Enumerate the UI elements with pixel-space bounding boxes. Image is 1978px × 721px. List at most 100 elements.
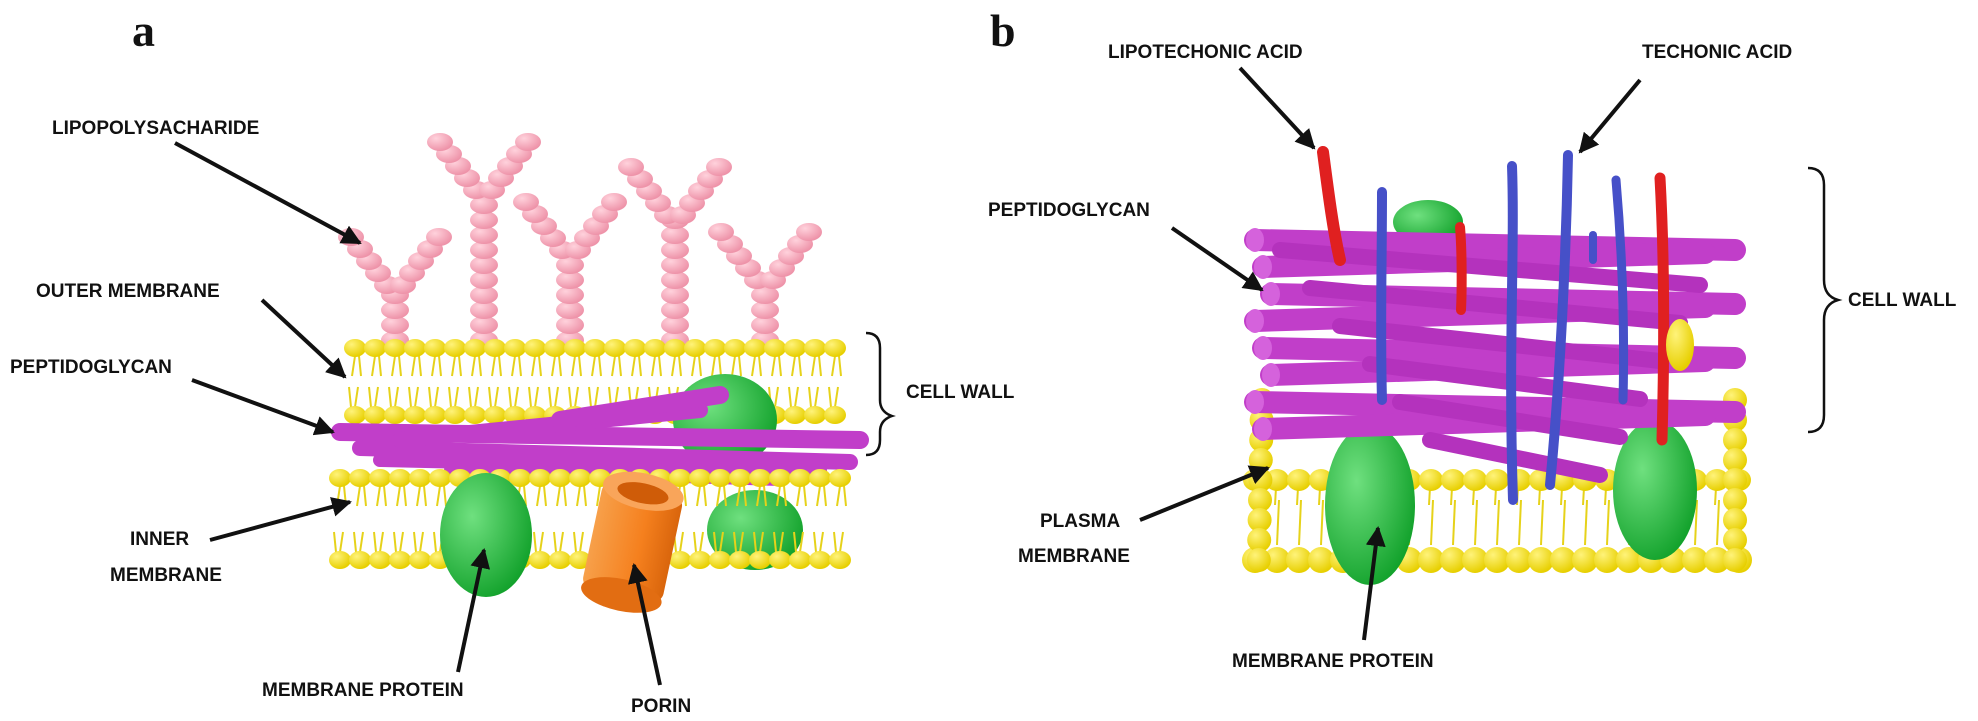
inner-membrane-lipid-tail [743, 485, 747, 507]
lps-bead [661, 301, 689, 319]
inner-membrane-lipid-head [329, 551, 351, 569]
inner-membrane-lipid-tail [393, 531, 397, 553]
plasma-membrane-lipid-head [1594, 547, 1620, 573]
inner-membrane-lipid-tail [403, 485, 407, 507]
inner-membrane-lipid-tail [423, 485, 427, 507]
peptidoglycan-strand [373, 453, 827, 477]
membrane-protein-a [440, 473, 532, 597]
outer-membrane-lipid-tail [678, 355, 682, 377]
outer-membrane-lipid-tail [488, 386, 492, 408]
inner-membrane-lipid-tail [536, 485, 541, 507]
outer-membrane-lipid-tail [598, 355, 602, 377]
inner-membrane-lipid-head [709, 469, 731, 487]
plasma-membrane-lipid-head [1528, 547, 1554, 573]
plasma-membrane-lipid-head [1723, 488, 1747, 512]
peptidoglycan-layer-a [331, 386, 869, 486]
inner-membrane-lipid-tail [703, 485, 707, 507]
outer-membrane-lipid-tail [818, 355, 822, 377]
outer-membrane-lipid-tail [631, 355, 636, 377]
outer-membrane-lipid-tail [348, 386, 352, 408]
plasma-membrane-lipid-head [1308, 547, 1334, 573]
inner-membrane-lipid-head [689, 469, 711, 487]
lps-bead [708, 223, 734, 241]
inner-membrane-lipid-tail [796, 485, 801, 507]
inner-membrane-lipid-head [669, 551, 691, 569]
plasma-membrane-lipid-head [1485, 469, 1509, 491]
peptidoglycan-strand [1302, 280, 1688, 331]
outer-membrane-lipid-tail [451, 355, 456, 377]
outer-membrane-lipid-tail [731, 355, 736, 377]
outer-membrane-lipid-tail [394, 386, 399, 408]
plasma-membrane-lipid-head [1705, 469, 1729, 491]
lps-bead [706, 158, 732, 176]
outer-membrane-lipid-tail [378, 355, 382, 377]
inner-membrane-lipid-tail [383, 485, 387, 507]
outer-membrane-lipid-tail [751, 355, 756, 377]
plasma-membrane-lipid-head [1246, 548, 1271, 572]
inner-membrane-lipid-tail [413, 531, 417, 553]
label-plasma-membrane-line1: PLASMA [1040, 511, 1121, 532]
inner-membrane-lipid-tail [843, 485, 847, 507]
inner-membrane-lipid-tail [373, 531, 377, 553]
outer-membrane-lipid-tail [494, 386, 499, 408]
lps-bead [426, 228, 452, 246]
inner-membrane-lipid-tail [803, 485, 807, 507]
label-plasma-membrane-line2: MEMBRANE [1018, 546, 1130, 567]
outer-membrane-lipid-head [704, 339, 726, 357]
lps-bead [470, 286, 498, 304]
outer-membrane-lipid-tail [651, 355, 656, 377]
inner-membrane-lipid-tail [699, 531, 704, 553]
inner-membrane-lipid-head [349, 551, 371, 569]
inner-membrane-lipid-tail [433, 531, 437, 553]
plasma-membrane-lipid-tail [1584, 499, 1588, 546]
label-peptidoglycan-b: PEPTIDOGLYCAN [988, 200, 1150, 221]
outer-membrane-lipid-tail [808, 386, 812, 408]
lps-bead [661, 286, 689, 304]
plasma-membrane-lipid-head [1462, 547, 1488, 573]
lps-bead [661, 256, 689, 274]
outer-membrane-lipid-tail [371, 355, 376, 377]
outer-membrane-lipid-tail [428, 386, 432, 408]
plasma-membrane-lipid-tail [1298, 499, 1302, 546]
inner-membrane-lipid-tail [596, 485, 601, 507]
arrow-membrane-protein-b [1362, 526, 1386, 641]
outer-membrane-lipid-tail [778, 355, 782, 377]
outer-membrane-lipid-head [804, 406, 826, 424]
inner-membrane-lipid-head [429, 469, 451, 487]
label-membrane-protein-b: MEMBRANE PROTEIN [1232, 651, 1434, 672]
peptidoglycan-strand-end [1246, 309, 1264, 333]
plasma-membrane-lipid-head [1723, 508, 1747, 532]
membrane-protein-back-2 [707, 490, 803, 570]
plasma-membrane-lipid-tail [1452, 499, 1456, 546]
lps-bead [515, 133, 541, 151]
outer-membrane-lipid-head [484, 406, 506, 424]
inner-membrane-lipid-tail [533, 531, 537, 553]
outer-membrane-lipid-tail [571, 355, 576, 377]
inner-membrane-lipid-tail [759, 531, 764, 553]
inner-membrane-lipid-head [409, 469, 431, 487]
lps-bead [556, 256, 584, 274]
lps-bead [427, 133, 453, 151]
label-membrane-protein-a: MEMBRANE PROTEIN [262, 680, 464, 701]
lps-bead [661, 226, 689, 244]
inner-membrane-lipid-tail [839, 531, 844, 553]
inner-membrane-lipid-tail [693, 531, 697, 553]
outer-membrane-lipid-tail [574, 386, 579, 408]
arrow-lipoteichoic-acid [1238, 66, 1316, 150]
outer-membrane-lipid-tail [798, 355, 802, 377]
inner-membrane-lipid-tail [733, 531, 737, 553]
outer-membrane-lipid-head [384, 406, 406, 424]
outer-membrane-lipid-tail [458, 355, 462, 377]
peptidoglycan-strand-end [1254, 336, 1272, 360]
inner-membrane-lipid-tail [736, 485, 741, 507]
lps-bead [661, 316, 689, 334]
inner-membrane-lipid-tail [573, 531, 577, 553]
outer-membrane-lipid-tail [791, 355, 796, 377]
outer-membrane-lipid-head [344, 339, 366, 357]
outer-membrane-lipid-tail [414, 386, 419, 408]
outer-membrane-lipid-tail [474, 386, 479, 408]
lps-bead [470, 196, 498, 214]
outer-membrane-lipid-tail [558, 355, 562, 377]
outer-membrane-lipid-tail [538, 355, 542, 377]
outer-membrane-lipid-head [804, 339, 826, 357]
